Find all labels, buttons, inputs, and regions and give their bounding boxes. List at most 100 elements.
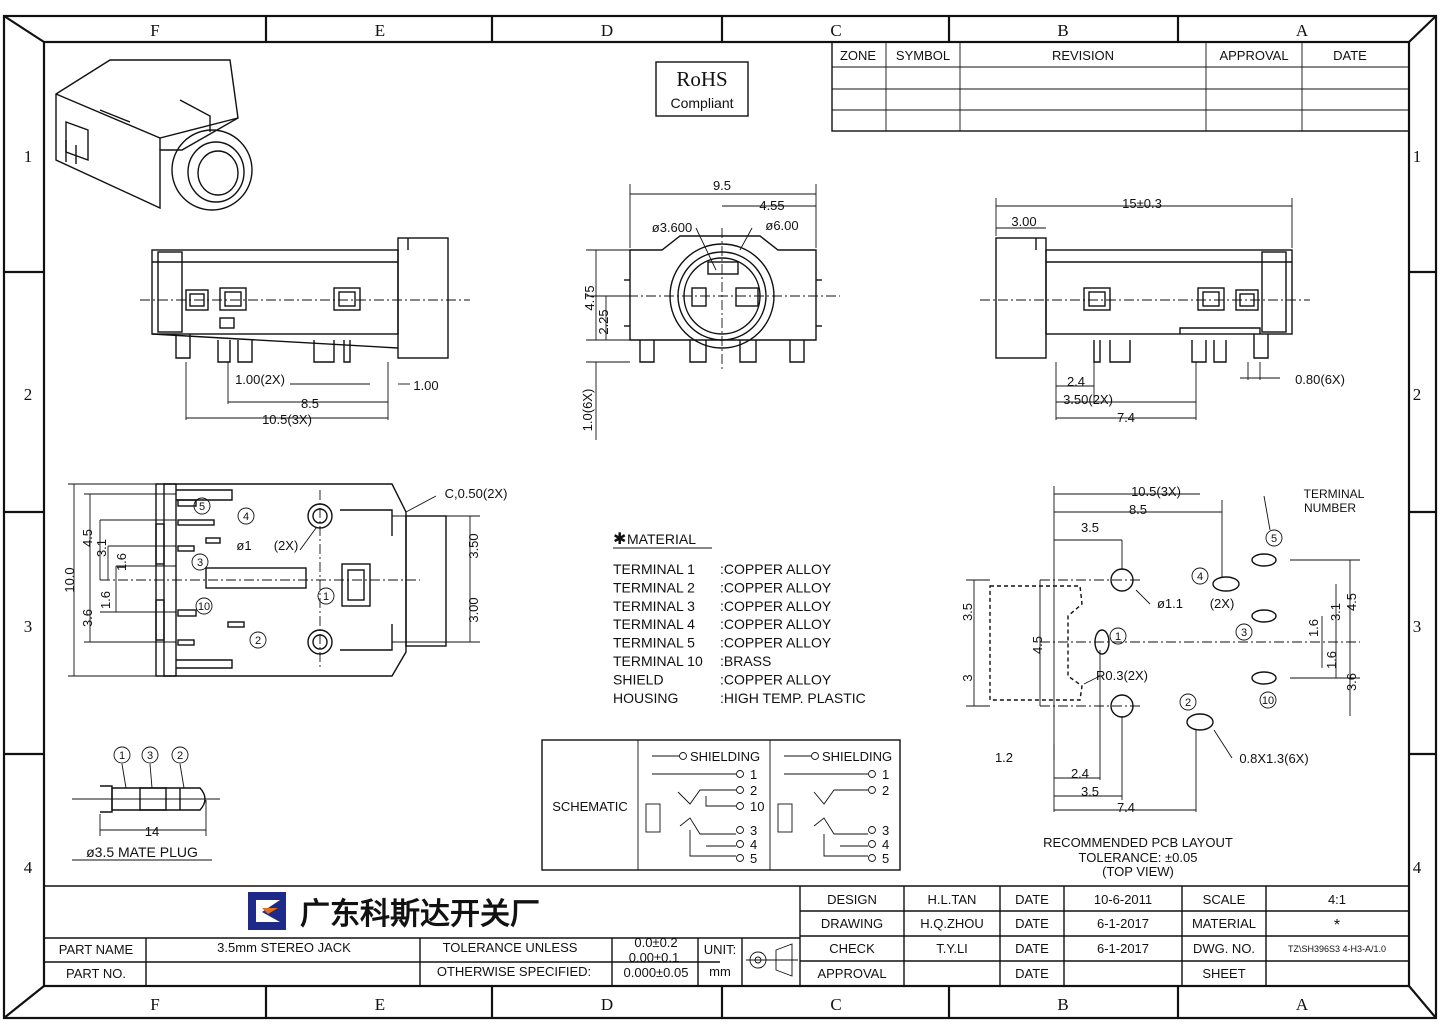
date-label: DATE	[1015, 892, 1049, 907]
material-value: :COPPER ALLOY	[720, 616, 832, 632]
schematic: SCHEMATIC SHIELDING 1 2 10 3 4 5	[541, 739, 901, 871]
material-value: :COPPER ALLOY	[720, 671, 832, 687]
dim-text: 3.50	[466, 533, 481, 558]
rohs-mark: RoHS Compliant	[655, 61, 749, 117]
mate-plug: 1 3 2 14 ø3.5 MATE PLUG	[72, 746, 220, 861]
schematic-pin: SHIELDING	[690, 749, 760, 764]
row-label: 3	[24, 617, 33, 636]
projection-symbol-icon	[746, 943, 798, 977]
dim-text: ø6.00	[765, 218, 798, 233]
col-label: C	[830, 21, 841, 40]
isometric-view	[55, 59, 253, 211]
col-label: E	[375, 995, 385, 1014]
dim-text: 3.6	[1344, 673, 1359, 691]
dim-text: 3.6	[80, 609, 95, 627]
rev-header: ZONE	[840, 48, 876, 63]
material-key: TERMINAL 3	[613, 598, 695, 614]
terminal-number: 3	[197, 557, 203, 569]
dim-text: ø1	[236, 538, 251, 553]
col-label: B	[1057, 21, 1068, 40]
col-label: B	[1057, 995, 1068, 1014]
tolerance-label: TOLERANCE UNLESS	[443, 940, 578, 955]
dim-text: 4.55	[759, 198, 784, 213]
unit-label: UNIT:	[704, 942, 737, 957]
terminal-number: 1	[1115, 631, 1121, 643]
material-key: TERMINAL 10	[613, 653, 703, 669]
pcb-caption: RECOMMENDED PCB LAYOUT	[1043, 835, 1233, 850]
schematic-pin: SHIELDING	[822, 749, 892, 764]
material-value: :COPPER ALLOY	[720, 561, 832, 577]
date-label: DATE	[1015, 966, 1049, 981]
side-view-right: 15±0.3 3.00 2.4 3.50(2X) 7.4 0.80(6X)	[980, 196, 1345, 425]
material-title: MATERIAL	[627, 531, 696, 547]
design-label: DESIGN	[827, 892, 877, 907]
schematic-pin: 4	[882, 837, 889, 852]
terminal-number: 10	[198, 601, 210, 613]
date-value: 6-1-2017	[1097, 916, 1149, 931]
material-key: HOUSING	[613, 690, 678, 706]
scale-value: 4:1	[1328, 892, 1346, 907]
dim-text: ø3.600	[652, 220, 692, 235]
material-key: TERMINAL 4	[613, 616, 695, 632]
dim-text: 2.25	[596, 309, 611, 334]
material-value: *	[1334, 917, 1340, 934]
plug-label: ø3.5 MATE PLUG	[86, 844, 198, 860]
dim-text: 3.00	[1011, 214, 1036, 229]
col-label: E	[375, 21, 385, 40]
schematic-label: SCHEMATIC	[552, 799, 628, 814]
schematic-pin: 2	[750, 783, 757, 798]
plug-number: 2	[177, 750, 183, 762]
dim-text: (2X)	[274, 538, 299, 553]
dim-text: 4.5	[80, 529, 95, 547]
dim-text: 7.4	[1117, 800, 1135, 815]
scale-label: SCALE	[1203, 892, 1246, 907]
dim-text: 9.5	[713, 178, 731, 193]
dim-text: 4.75	[582, 285, 597, 310]
col-label: F	[150, 995, 159, 1014]
dim-text: 1.6	[1324, 651, 1339, 669]
terminal-number: 10	[1262, 695, 1274, 707]
material-key: SHIELD	[613, 671, 664, 687]
dim-text: ø1.1	[1157, 596, 1183, 611]
col-label: F	[150, 21, 159, 40]
dim-text: 1.6	[98, 591, 113, 609]
pcb-layout: 10.5(3X) 8.5 3.5 TERMINAL NUMBER ø1.1 (2…	[960, 484, 1365, 879]
schematic-pin: 1	[882, 767, 889, 782]
terminal-number: 3	[1241, 627, 1247, 639]
dim-text: 14	[145, 824, 159, 839]
row-label: 4	[24, 858, 33, 877]
dim-text: 7.4	[1117, 410, 1135, 425]
dim-text: 1.2	[995, 750, 1013, 765]
material-list: ✱ MATERIAL TERMINAL 1:COPPER ALLOYTERMIN…	[613, 531, 866, 706]
col-label: A	[1296, 995, 1309, 1014]
terminal-number: 1	[323, 591, 329, 603]
check-value: T.Y.LI	[936, 941, 968, 956]
material-key: TERMINAL 1	[613, 561, 695, 577]
dim-text: C,0.50(2X)	[445, 486, 508, 501]
schematic-pin: 3	[882, 823, 889, 838]
terminal-number: 2	[1185, 697, 1191, 709]
rohs-subtitle: Compliant	[670, 95, 733, 111]
sheet-label: SHEET	[1202, 966, 1245, 981]
dwg-label: DWG. NO.	[1193, 941, 1255, 956]
schematic-pin: 2	[882, 783, 889, 798]
dim-text: 3.5	[1081, 784, 1099, 799]
col-label: A	[1296, 21, 1309, 40]
drawing-value: H.Q.ZHOU	[920, 916, 984, 931]
dim-text: TERMINAL	[1304, 487, 1365, 501]
material-value: :COPPER ALLOY	[720, 579, 832, 595]
rohs-title: RoHS	[676, 67, 727, 91]
row-label: 4	[1413, 858, 1422, 877]
front-view: 9.5 ø3.600 4.55 ø6.00 4.75 2.25 1.0(6X)	[580, 178, 840, 440]
dim-text: 8.5	[301, 396, 319, 411]
terminal-number: 4	[1197, 571, 1203, 583]
plug-number: 1	[119, 750, 125, 762]
dim-text: (2X)	[1210, 596, 1235, 611]
terminal-number: 5	[1271, 533, 1277, 545]
company-name: 广东科斯达开关厂	[300, 897, 540, 931]
material-key: TERMINAL 2	[613, 579, 695, 595]
rev-header: REVISION	[1052, 48, 1114, 63]
schematic-pin: 10	[750, 799, 764, 814]
approval-label: APPROVAL	[817, 966, 886, 981]
